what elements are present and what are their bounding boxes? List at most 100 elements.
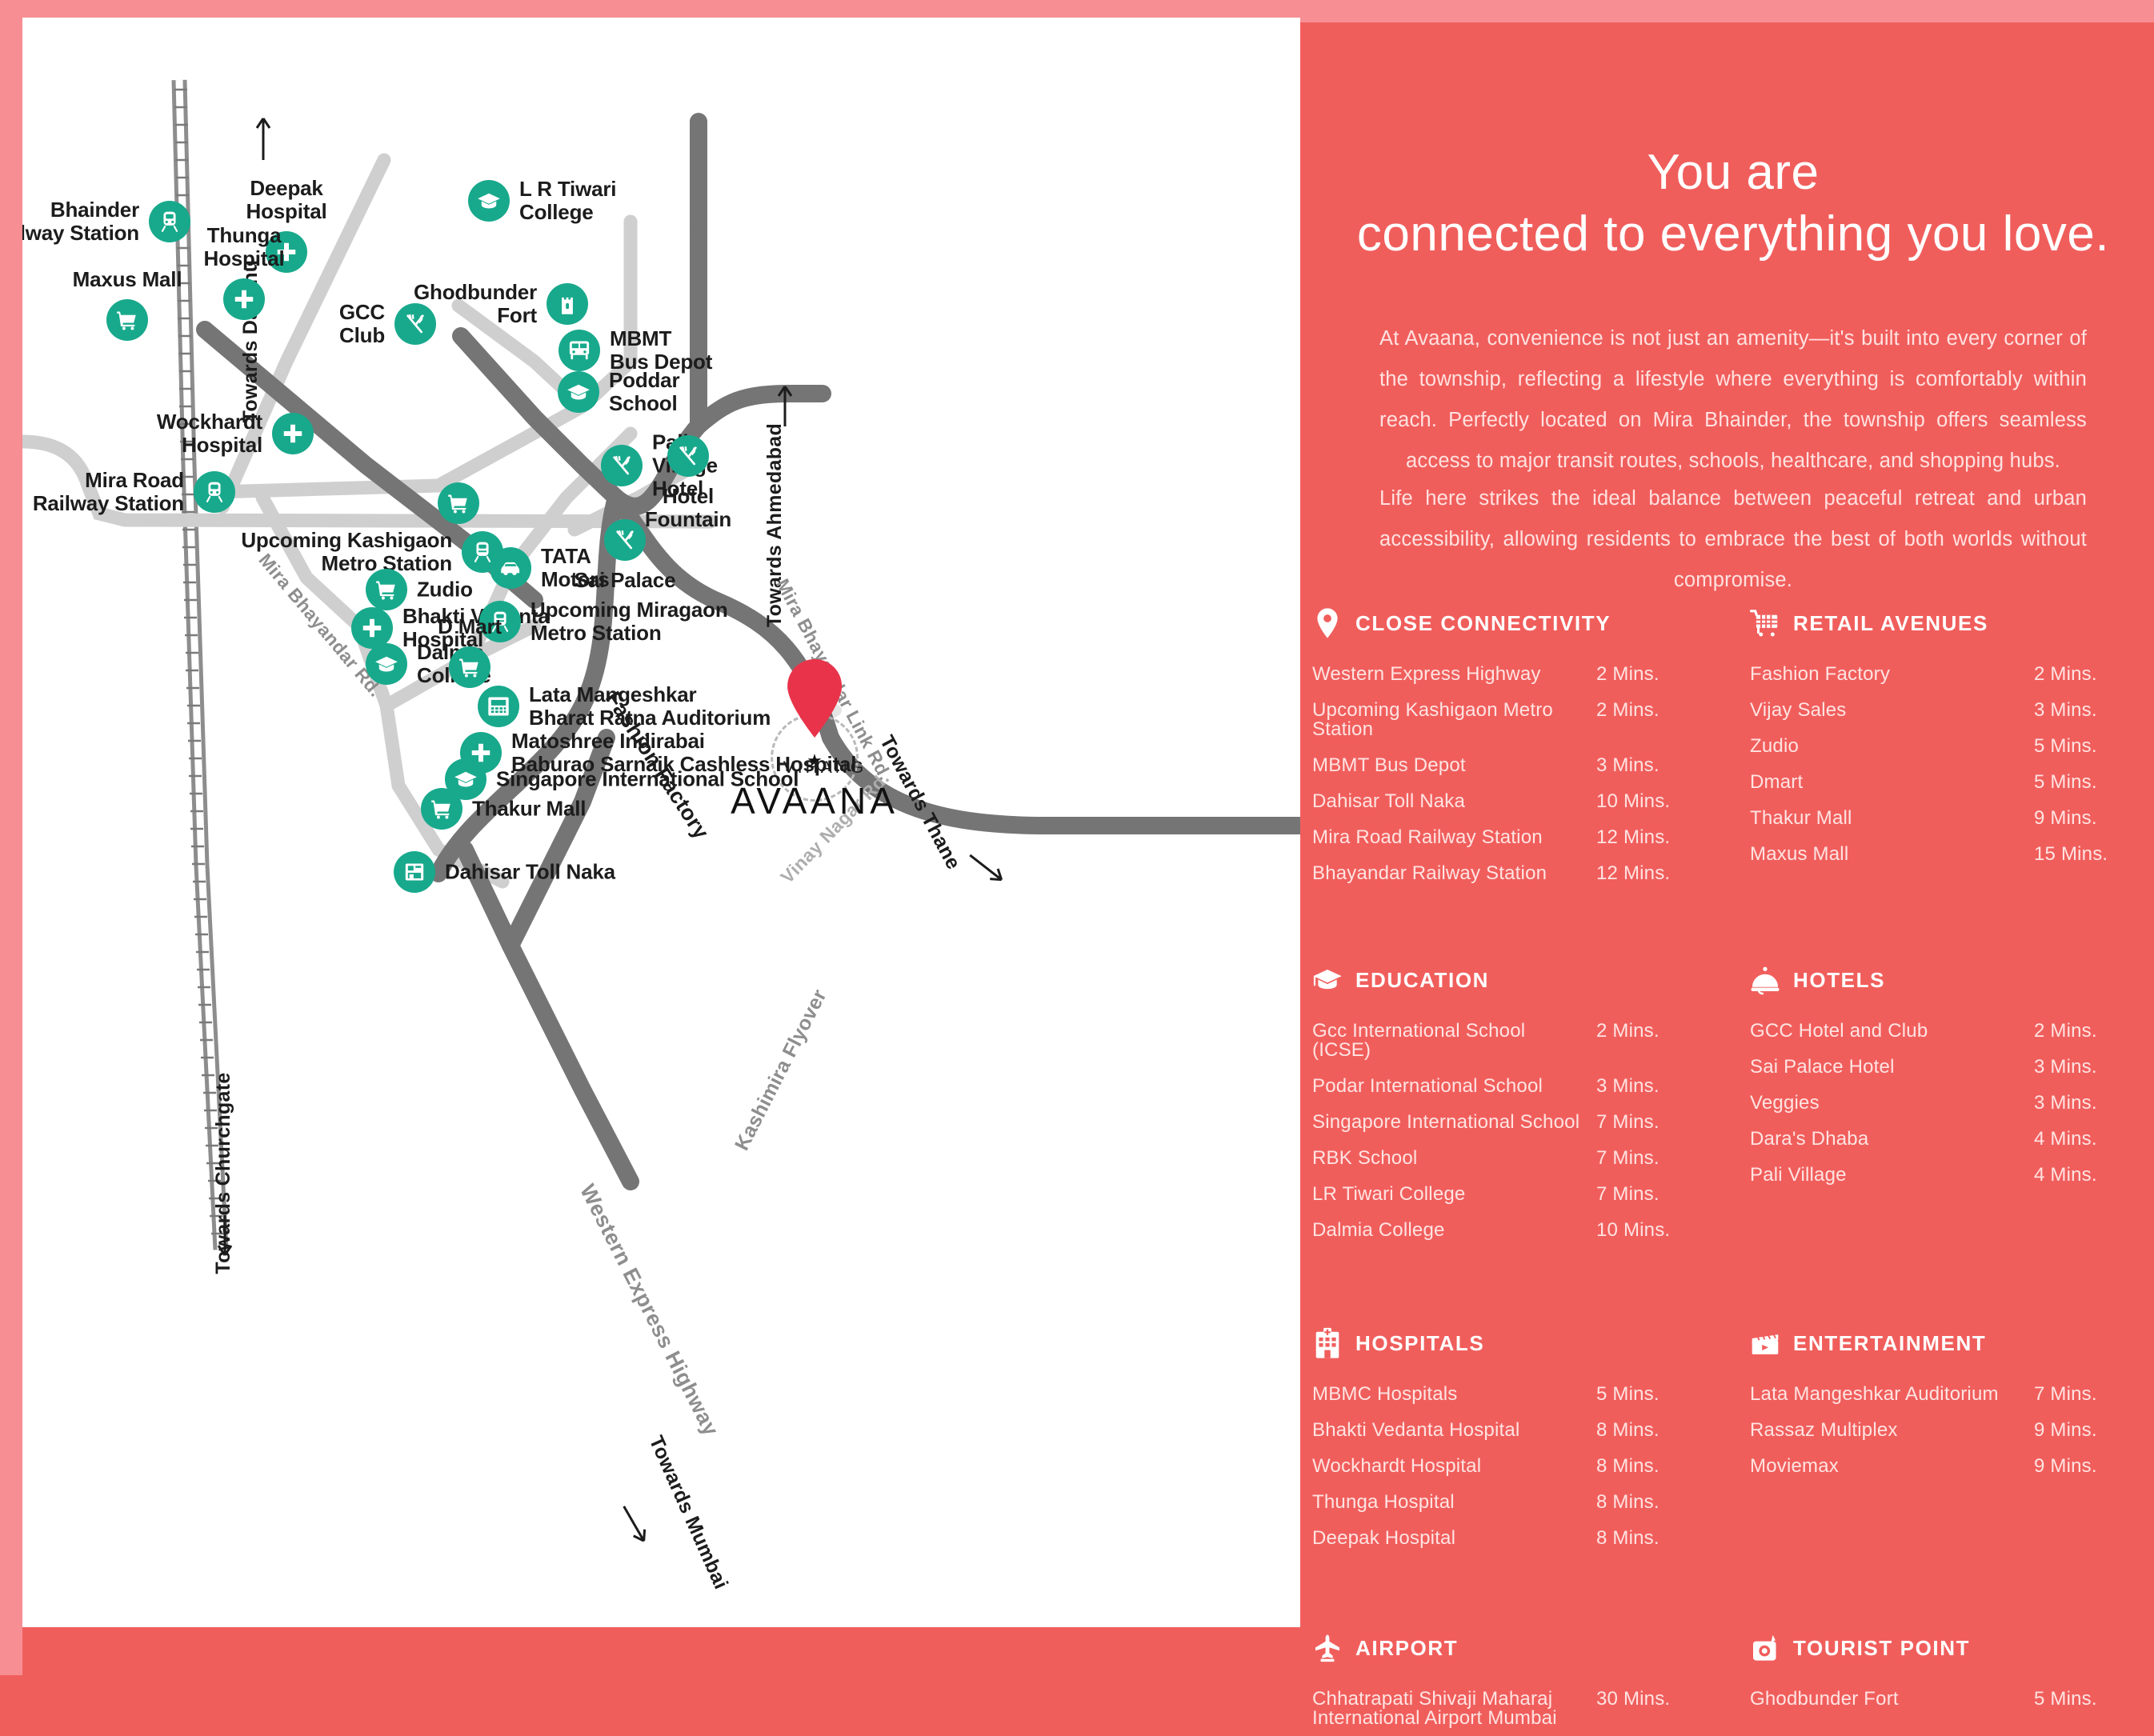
- plus-icon: [351, 607, 393, 649]
- map-poi-label-lr-tiwari-college: L R Tiwari College: [519, 176, 617, 224]
- map-poi-thunga-hospital[interactable]: Thunga Hospital: [204, 223, 285, 320]
- avaana-title: AVAANA: [731, 780, 899, 822]
- cutlery-icon: [394, 303, 436, 345]
- poi-name: Bhayandar Railway Station: [1312, 862, 1547, 884]
- poi-name: LR Tiwari College: [1312, 1182, 1466, 1205]
- map-poi-d-mart[interactable]: D Mart: [438, 614, 502, 688]
- map-poi-label-hotel-fountain: Hotel Fountain: [644, 484, 732, 532]
- poi-name: MBMC Hospitals: [1312, 1382, 1458, 1405]
- camera-icon: [1750, 1633, 1780, 1663]
- map-poi-lr-tiwari-college[interactable]: L R Tiwari College: [468, 177, 617, 224]
- map-pin-icon: [771, 658, 859, 802]
- map-poi-maxus-mall[interactable]: Maxus Mall: [73, 267, 182, 341]
- cart-icon: [449, 646, 490, 688]
- poi-name: Podar International School: [1312, 1074, 1543, 1097]
- travel-time: 7 Mins.: [1596, 1146, 1660, 1169]
- category-title-entertainment: ENTERTAINMENT: [1793, 1330, 1987, 1355]
- travel-time: 10 Mins.: [1596, 790, 1671, 812]
- travel-time: 9 Mins.: [2034, 806, 2097, 829]
- map-poi-label-thunga-hospital: Thunga Hospital: [203, 222, 285, 270]
- travel-time: 15 Mins.: [2034, 842, 2108, 865]
- map-poi-mbmt-bus-depot[interactable]: MBMT Bus Depot: [559, 326, 712, 374]
- map-poi-thakur-mall[interactable]: Thakur Mall: [421, 788, 586, 830]
- cutlery-icon: [604, 519, 646, 561]
- travel-time: 2 Mins.: [1596, 662, 1660, 685]
- map-poi-bhainder-railway-station[interactable]: Bhainder Railway Station: [22, 198, 190, 245]
- train-icon: [149, 201, 190, 242]
- minor-roads: [22, 153, 718, 889]
- map-poi-label-wockhardt-hospital: Wockhardt Hospital: [156, 409, 262, 457]
- list-item: Bhayandar Railway Station 12 Mins.: [1312, 855, 1716, 891]
- map-poi-fashion-factory-poi[interactable]: [438, 482, 479, 524]
- poi-name: Dahisar Toll Naka: [1312, 790, 1466, 812]
- poi-name: Thunga Hospital: [1312, 1490, 1455, 1513]
- travel-time: 7 Mins.: [2034, 1382, 2097, 1405]
- map-pin-icon: [1312, 608, 1343, 638]
- map-poi-gcc-club[interactable]: GCC Club: [339, 300, 436, 347]
- poi-name: Fashion Factory: [1750, 662, 1891, 685]
- arrow-mumbai: [611, 1500, 655, 1553]
- map-poi-hotel-fountain[interactable]: Hotel Fountain: [645, 435, 731, 531]
- travel-time: 12 Mins.: [1596, 862, 1671, 884]
- map-poi-label-tata-motors: TATA Motors: [541, 543, 610, 591]
- category-header-hotels: HOTELS: [1750, 965, 2154, 995]
- travel-time: 10 Mins.: [1596, 1218, 1671, 1241]
- category-rows-education: Gcc International School (ICSE)2 Mins.Po…: [1312, 1013, 1716, 1248]
- airplane-icon: [1312, 1633, 1343, 1663]
- cloche-icon: [1750, 965, 1780, 995]
- graduation-icon: [558, 371, 599, 413]
- avaana-brand: VIHANG: [783, 758, 867, 777]
- headline-line-1: You are: [1647, 145, 1820, 200]
- map-poi-tata-motors[interactable]: TATA Motors: [490, 544, 610, 591]
- plus-icon: [266, 231, 307, 273]
- map-poi-deepak-hospital[interactable]: Deepak Hospital: [246, 176, 327, 273]
- cart-icon: [366, 569, 407, 610]
- connectivity-info-panel: You are connected to everything you love…: [1312, 0, 2154, 1727]
- fort-icon: [547, 283, 588, 325]
- category-title-hotels: HOTELS: [1793, 967, 1886, 992]
- map-poi-zudio[interactable]: Zudio: [366, 569, 473, 610]
- map-poi-ghodbunder-fort[interactable]: Ghodbunder Fort: [414, 280, 588, 327]
- map-poi-pali-village-hotel[interactable]: Pali Village Hotel: [601, 430, 718, 500]
- map-poi-lata-mangeshkar-auditorium[interactable]: Lata Mangeshkar Bharat Ratna Auditorium: [478, 682, 771, 730]
- avaana-center-marker: ★ VIHANG AVAANA: [731, 658, 899, 822]
- map-poi-dahisar-toll-naka[interactable]: Dahisar Toll Naka: [394, 851, 615, 893]
- travel-time: 5 Mins.: [2034, 1687, 2097, 1710]
- category-header-airport: AIRPORT: [1312, 1633, 1716, 1663]
- map-poi-wockhardt-hospital[interactable]: Wockhardt Hospital: [157, 410, 314, 457]
- map-poi-upcoming-miragaon-metro-station[interactable]: Upcoming Miragaon Metro Station: [479, 598, 728, 645]
- avaana-star-icon: ★: [807, 750, 823, 770]
- map-poi-sai-palace[interactable]: Sai Palace: [575, 519, 676, 592]
- intro-paragraph-1: At Avaana, convenience is not just an am…: [1379, 326, 2087, 472]
- poi-name: Mira Road Railway Station: [1312, 826, 1543, 848]
- map-poi-mira-road-railway-station[interactable]: Mira Road Railway Station: [33, 468, 235, 515]
- poi-name: Moviemax: [1750, 1454, 1839, 1477]
- category-header-retail-avenues: RETAIL AVENUES: [1750, 608, 2154, 638]
- map-poi-label-upcoming-miragaon-metro-station: Upcoming Miragaon Metro Station: [530, 597, 728, 645]
- map-poi-label-poddar-school: Poddar School: [609, 367, 680, 415]
- map-poi-label-matoshree-hospital: Matoshree Indirabai Baburao Sarnaik Cash…: [511, 728, 857, 776]
- map-poi-singapore-international-school[interactable]: Singapore International School: [445, 758, 799, 800]
- category-title-retail-avenues: RETAIL AVENUES: [1793, 610, 1988, 635]
- graduation-cap-icon: [1312, 965, 1343, 995]
- map-poi-dalmia-college[interactable]: Dalmia College: [366, 640, 491, 687]
- map-poi-poddar-school[interactable]: Poddar School: [558, 368, 680, 415]
